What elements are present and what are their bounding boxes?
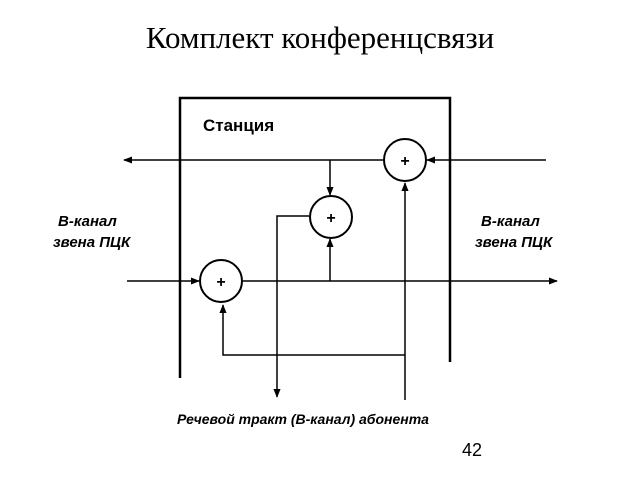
station-box — [178, 96, 452, 378]
adder-2-symbol: + — [326, 210, 335, 227]
adder-3-symbol: + — [400, 153, 409, 170]
adder-1-symbol: + — [216, 274, 225, 291]
left-channel-label-line1: В-канал — [58, 213, 118, 230]
adder-2-to-subscriber-line — [273, 215, 309, 398]
adder-2: + — [309, 195, 353, 239]
station-label: Станция — [203, 116, 274, 135]
right-channel-label-line2: звена ПЦК — [475, 234, 554, 251]
subscriber-to-adder-1-line — [219, 304, 405, 356]
right-channel-label-line1: В-канал — [481, 213, 541, 230]
adder-3: + — [383, 138, 427, 182]
page-number: 42 — [462, 440, 483, 460]
slide-title: Комплект конференцсвязи — [145, 20, 495, 55]
subscriber-path-label: Речевой тракт (В-канал) абонента — [177, 411, 429, 427]
adder-1: + — [199, 259, 243, 303]
left-channel-label-line2: звена ПЦК — [53, 234, 132, 251]
